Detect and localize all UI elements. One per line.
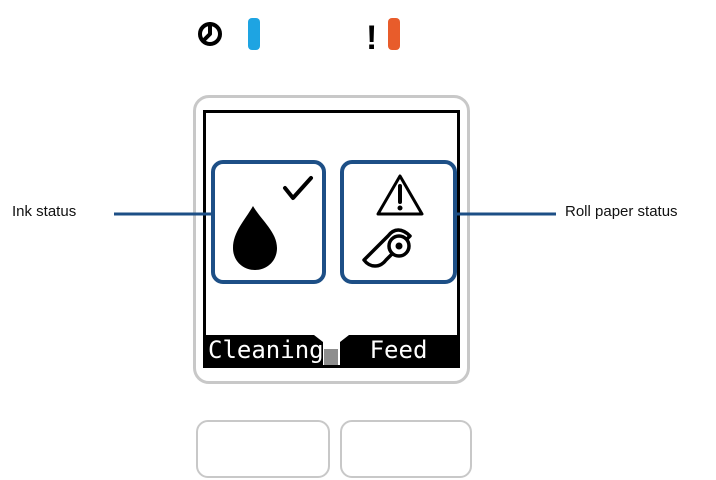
alert-light-icon bbox=[388, 18, 400, 50]
ink-status-label: Ink status bbox=[12, 203, 77, 220]
ink-status-panel bbox=[211, 160, 326, 284]
alert-indicator: ! bbox=[366, 18, 400, 54]
cleaning-button[interactable]: Cleaning bbox=[206, 335, 324, 365]
alert-symbol: ! bbox=[366, 19, 377, 54]
right-hardware-button[interactable] bbox=[340, 420, 472, 478]
roll-paper-warning-icon bbox=[362, 174, 424, 268]
ink-light-icon bbox=[248, 18, 260, 50]
power-ink-indicator bbox=[198, 18, 260, 50]
power-icon bbox=[198, 22, 222, 46]
ink-drop-check-icon bbox=[233, 176, 313, 270]
screen-button-bar: Cleaning Feed bbox=[206, 335, 457, 365]
left-hardware-button[interactable] bbox=[196, 420, 330, 478]
roll-paper-status-panel bbox=[340, 160, 457, 284]
screen-divider bbox=[324, 349, 338, 365]
feed-button[interactable]: Feed bbox=[340, 335, 457, 365]
roll-paper-status-label: Roll paper status bbox=[565, 203, 678, 220]
